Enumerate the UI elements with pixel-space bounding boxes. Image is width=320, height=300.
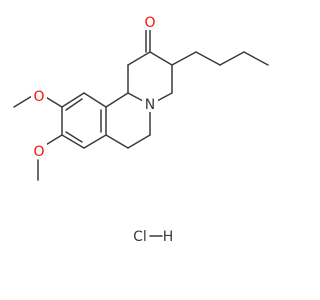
aro-bond-3 bbox=[61, 134, 85, 149]
nitrogen-bg bbox=[142, 96, 158, 112]
aro-bond-6 bbox=[83, 92, 107, 108]
bond-c7-c7a bbox=[105, 134, 129, 149]
aromatic-ring bbox=[61, 92, 107, 149]
butyl-bond-3 bbox=[219, 51, 245, 66]
methoxy-oxygen-1-label: O bbox=[33, 89, 44, 105]
nitrogen-label: N bbox=[145, 97, 155, 113]
butyl-bond-4 bbox=[243, 51, 269, 66]
molecule-diagram: O O O N Cl H bbox=[13, 14, 269, 245]
methoxy-oxygen-2-bg bbox=[31, 143, 47, 159]
butyl-bond-2 bbox=[195, 51, 221, 66]
carbonyl-oxygen-label: O bbox=[144, 15, 155, 31]
methoxy-1-bond-b bbox=[13, 95, 33, 108]
hydrogen-label: H bbox=[163, 229, 174, 245]
butyl-chain bbox=[171, 51, 269, 66]
aro-double-3 bbox=[65, 98, 83, 111]
chlorine-label: Cl bbox=[133, 229, 147, 245]
bond-c6-c7 bbox=[127, 134, 151, 149]
hcl-salt: Cl H bbox=[133, 229, 173, 245]
methoxy-oxygen-2-label: O bbox=[33, 144, 44, 160]
butyl-bond-1 bbox=[171, 51, 197, 66]
ketone-ring bbox=[127, 27, 173, 102]
bond-c4-n bbox=[156, 92, 173, 102]
methoxy-groups bbox=[13, 95, 63, 181]
molecule-structure: O O O N Cl H bbox=[13, 14, 269, 245]
aro-double-2 bbox=[65, 131, 83, 143]
atom-labels: O O O N bbox=[31, 14, 158, 160]
bond-c11b-c11a bbox=[105, 92, 129, 108]
carbonyl-oxygen-bg bbox=[142, 14, 158, 30]
aro-bond-5 bbox=[61, 92, 85, 108]
bond-c2-c1 bbox=[127, 51, 151, 66]
bond-n-c11b bbox=[127, 92, 144, 102]
aro-bond-2 bbox=[83, 134, 107, 149]
middle-ring bbox=[105, 92, 151, 149]
bond-c2-c3 bbox=[149, 51, 173, 66]
methoxy-oxygen-1-bg bbox=[31, 88, 47, 104]
